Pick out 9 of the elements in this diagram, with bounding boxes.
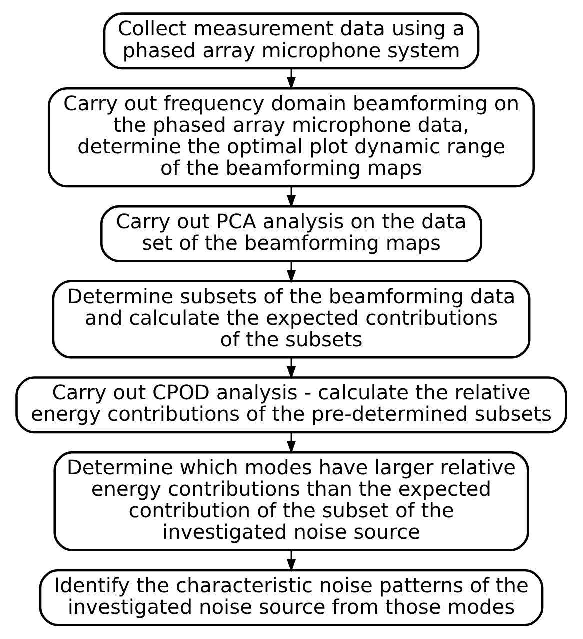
node-box: Determine subsets of the beamforming data and calculate the expected contributions of the subsets [52,280,531,359]
arrow [286,262,296,284]
node-box: Carry out frequency domain beamforming on the phased array microphone data, determine the optimal plot dynamic range of the beamforming maps [48,87,536,188]
node-box: Determine which modes have larger relative energy contributions than the expected contribution of the subset of the investigated noise source [54,451,530,552]
node-box: Carry out CPOD analysis - calculate the relative energy contributions of the pre-determined subsets [16,376,568,434]
node-box: Carry out PCA analysis on the data set of the beamforming maps [100,205,483,262]
node-box: Collect measurement data using a phased array microphone system [103,12,480,70]
arrow [286,358,296,380]
node-box: Identify the characteristic noise patterns of the investigated noise source from those modes [39,569,544,626]
